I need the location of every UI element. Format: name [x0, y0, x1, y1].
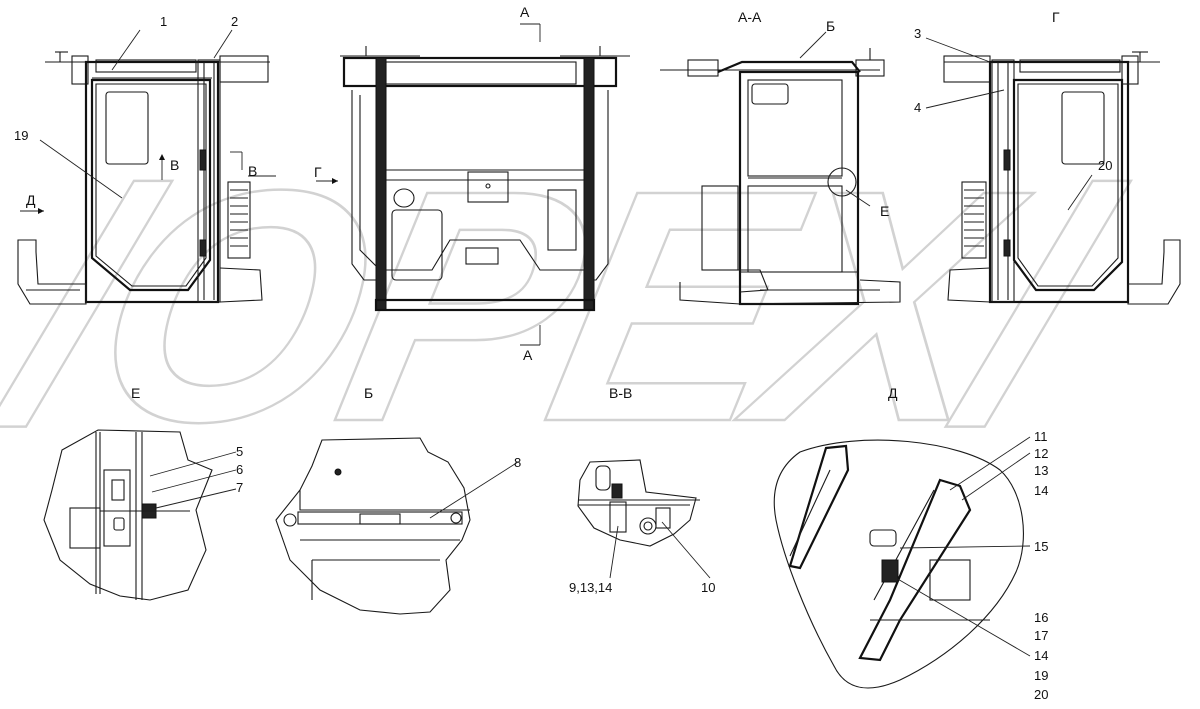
- view-d-arrow-label: Д: [26, 192, 36, 208]
- front-view: [316, 23, 630, 346]
- callout-15: 15: [1034, 539, 1048, 554]
- callout-8: 8: [514, 455, 521, 470]
- detail-d-title: Д: [888, 385, 898, 401]
- callout-10: 10: [701, 580, 715, 595]
- callout-20b: 20: [1034, 687, 1048, 702]
- callout-19b: 19: [1034, 668, 1048, 683]
- callout-3: 3: [914, 26, 921, 41]
- left-side-view: [17, 29, 276, 305]
- callout-4: 4: [914, 100, 921, 115]
- detail-v-v: [577, 459, 711, 579]
- detail-d: [773, 436, 1031, 689]
- detail-e: [43, 429, 237, 601]
- callout-9-13-14: 9,13,14: [569, 580, 612, 595]
- detail-v-v-title: В-В: [609, 385, 632, 401]
- right-side-view: [925, 37, 1181, 305]
- callout-14a: 14: [1034, 483, 1048, 498]
- view-v-right-label: В: [248, 163, 257, 179]
- callout-5: 5: [236, 444, 243, 459]
- view-v-left-label: В: [170, 157, 179, 173]
- view-a-bottom-label: А: [523, 347, 533, 363]
- callout-19: 19: [14, 128, 28, 143]
- callout-2: 2: [231, 14, 238, 29]
- view-b-top-label: Б: [826, 18, 835, 34]
- callout-11: 11: [1034, 429, 1048, 444]
- callout-17: 17: [1034, 628, 1048, 643]
- callout-20: 20: [1098, 158, 1112, 173]
- view-g-arrow-label: Г: [314, 164, 322, 180]
- detail-b: [275, 437, 519, 615]
- callout-7: 7: [236, 480, 243, 495]
- view-g-top-label: Г: [1052, 9, 1060, 25]
- section-a-a-label: А-А: [738, 9, 762, 25]
- callout-12: 12: [1034, 446, 1048, 461]
- callout-16: 16: [1034, 610, 1048, 625]
- callout-14b: 14: [1034, 648, 1048, 663]
- view-a-top-label: А: [520, 4, 530, 20]
- marker-e-label: Е: [880, 203, 889, 219]
- watermark-logo: /OPEX/: [0, 120, 1148, 491]
- callout-6: 6: [236, 462, 243, 477]
- callout-1: 1: [160, 14, 167, 29]
- callout-13: 13: [1034, 463, 1048, 478]
- detail-b-title: Б: [364, 385, 373, 401]
- svg-text:/OPEX/: /OPEX/: [0, 121, 1147, 490]
- detail-e-title: Е: [131, 385, 140, 401]
- section-a-a-view: [660, 31, 901, 306]
